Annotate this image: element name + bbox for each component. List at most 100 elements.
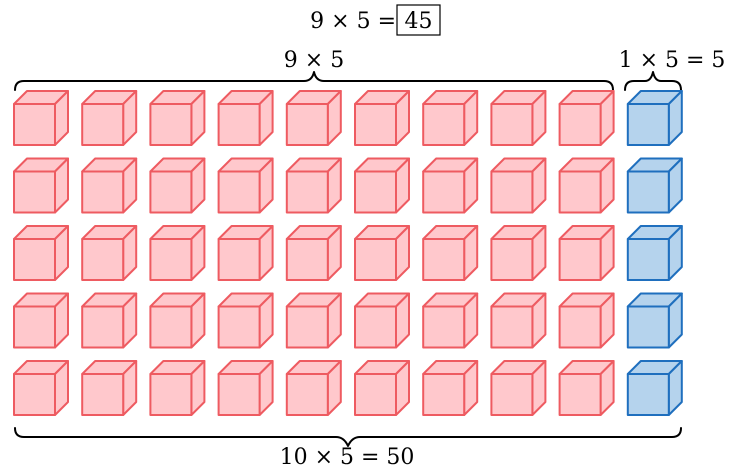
cube-front-face: [558, 170, 602, 214]
cube-front-face: [422, 238, 466, 281]
red-cube: [558, 292, 615, 349]
blue-cube: [626, 292, 683, 349]
red-cube: [217, 225, 274, 281]
cube-front-face: [217, 238, 261, 281]
red-cube: [422, 157, 479, 214]
cube-front-face: [422, 103, 466, 146]
red-cube: [217, 157, 274, 214]
blue-cube: [626, 360, 683, 416]
blue-cube: [626, 90, 683, 146]
red-cube: [558, 360, 615, 416]
cube-front-face: [354, 305, 397, 349]
red-cube: [285, 90, 342, 146]
total-brace: 10 × 5 = 50: [14, 427, 682, 470]
cube-front-face: [490, 238, 534, 281]
red-cube: [558, 225, 615, 281]
red-cube: [490, 225, 547, 281]
left-group-label: 9 × 5: [284, 48, 344, 73]
cube-front-face: [285, 305, 329, 349]
blue-cube: [626, 225, 683, 281]
cube-front-face: [558, 103, 602, 146]
cube-front-face: [626, 238, 670, 281]
cube-front-face: [13, 103, 56, 146]
red-cube: [285, 157, 342, 214]
blue-cube: [626, 157, 683, 214]
red-cube: [354, 360, 410, 416]
cube-front-face: [490, 305, 534, 349]
cube-front-face: [81, 305, 125, 349]
cube-front-face: [490, 170, 534, 214]
red-cube: [490, 90, 547, 146]
cube-front-face: [354, 373, 397, 416]
cube-front-face: [13, 238, 56, 281]
cube-front-face: [490, 103, 534, 146]
cube-front-face: [149, 305, 193, 349]
equation-text: 9 × 5 =: [310, 9, 396, 34]
cube-front-face: [149, 170, 193, 214]
cube-front-face: [13, 170, 56, 214]
answer-box: [396, 4, 441, 36]
cube-front-face: [422, 170, 466, 214]
red-cube: [13, 157, 69, 214]
cube-front-face: [217, 103, 261, 146]
cube-front-face: [626, 103, 670, 146]
cube-front-face: [217, 170, 261, 214]
cube-front-face: [285, 103, 329, 146]
red-cube: [354, 90, 410, 146]
cube-front-face: [422, 305, 466, 349]
red-cube: [81, 90, 138, 146]
cube-front-face: [490, 373, 534, 416]
cube-front-face: [558, 238, 602, 281]
cube-front-face: [13, 373, 56, 416]
red-cube: [13, 292, 69, 349]
red-cube: [81, 157, 138, 214]
red-cube: [149, 360, 206, 416]
cube-front-face: [81, 170, 125, 214]
red-cube: [422, 292, 479, 349]
cube-front-face: [149, 373, 193, 416]
red-cube: [354, 225, 410, 281]
equation: 9 × 5 = 45: [310, 4, 441, 36]
red-cube: [285, 225, 342, 281]
red-cube: [217, 360, 274, 416]
red-cube: [81, 225, 138, 281]
cube-front-face: [285, 373, 329, 416]
red-cube: [149, 90, 206, 146]
cube-front-face: [558, 305, 602, 349]
red-cube: [422, 360, 479, 416]
answer-value: 45: [405, 9, 433, 34]
red-cube: [285, 292, 342, 349]
red-cube: [558, 90, 615, 146]
red-cube: [490, 292, 547, 349]
red-cube: [217, 292, 274, 349]
total-brace-path: [14, 427, 682, 447]
red-cube: [422, 90, 479, 146]
red-cube: [285, 360, 342, 416]
cube-front-face: [149, 103, 193, 146]
cube-front-face: [81, 238, 125, 281]
red-cube: [354, 292, 410, 349]
red-cube: [13, 225, 69, 281]
red-cube: [149, 157, 206, 214]
total-label: 10 × 5 = 50: [280, 445, 415, 470]
cube-front-face: [558, 373, 602, 416]
red-cube: [558, 157, 615, 214]
left-group-brace-path: [14, 71, 614, 91]
red-cube: [490, 360, 547, 416]
cube-front-face: [354, 238, 397, 281]
left-group-brace: 9 × 5: [14, 48, 614, 91]
red-cube: [149, 292, 206, 349]
cube-front-face: [13, 305, 56, 349]
right-group-brace-path: [624, 71, 682, 91]
cube-front-face: [626, 170, 670, 214]
cube-front-face: [217, 305, 261, 349]
red-cube: [354, 157, 410, 214]
cube-front-face: [285, 170, 329, 214]
cube-front-face: [626, 305, 670, 349]
red-cube: [13, 90, 69, 146]
cube-front-face: [285, 238, 329, 281]
red-cube: [490, 157, 547, 214]
cube-front-face: [354, 103, 397, 146]
cube-front-face: [149, 238, 193, 281]
